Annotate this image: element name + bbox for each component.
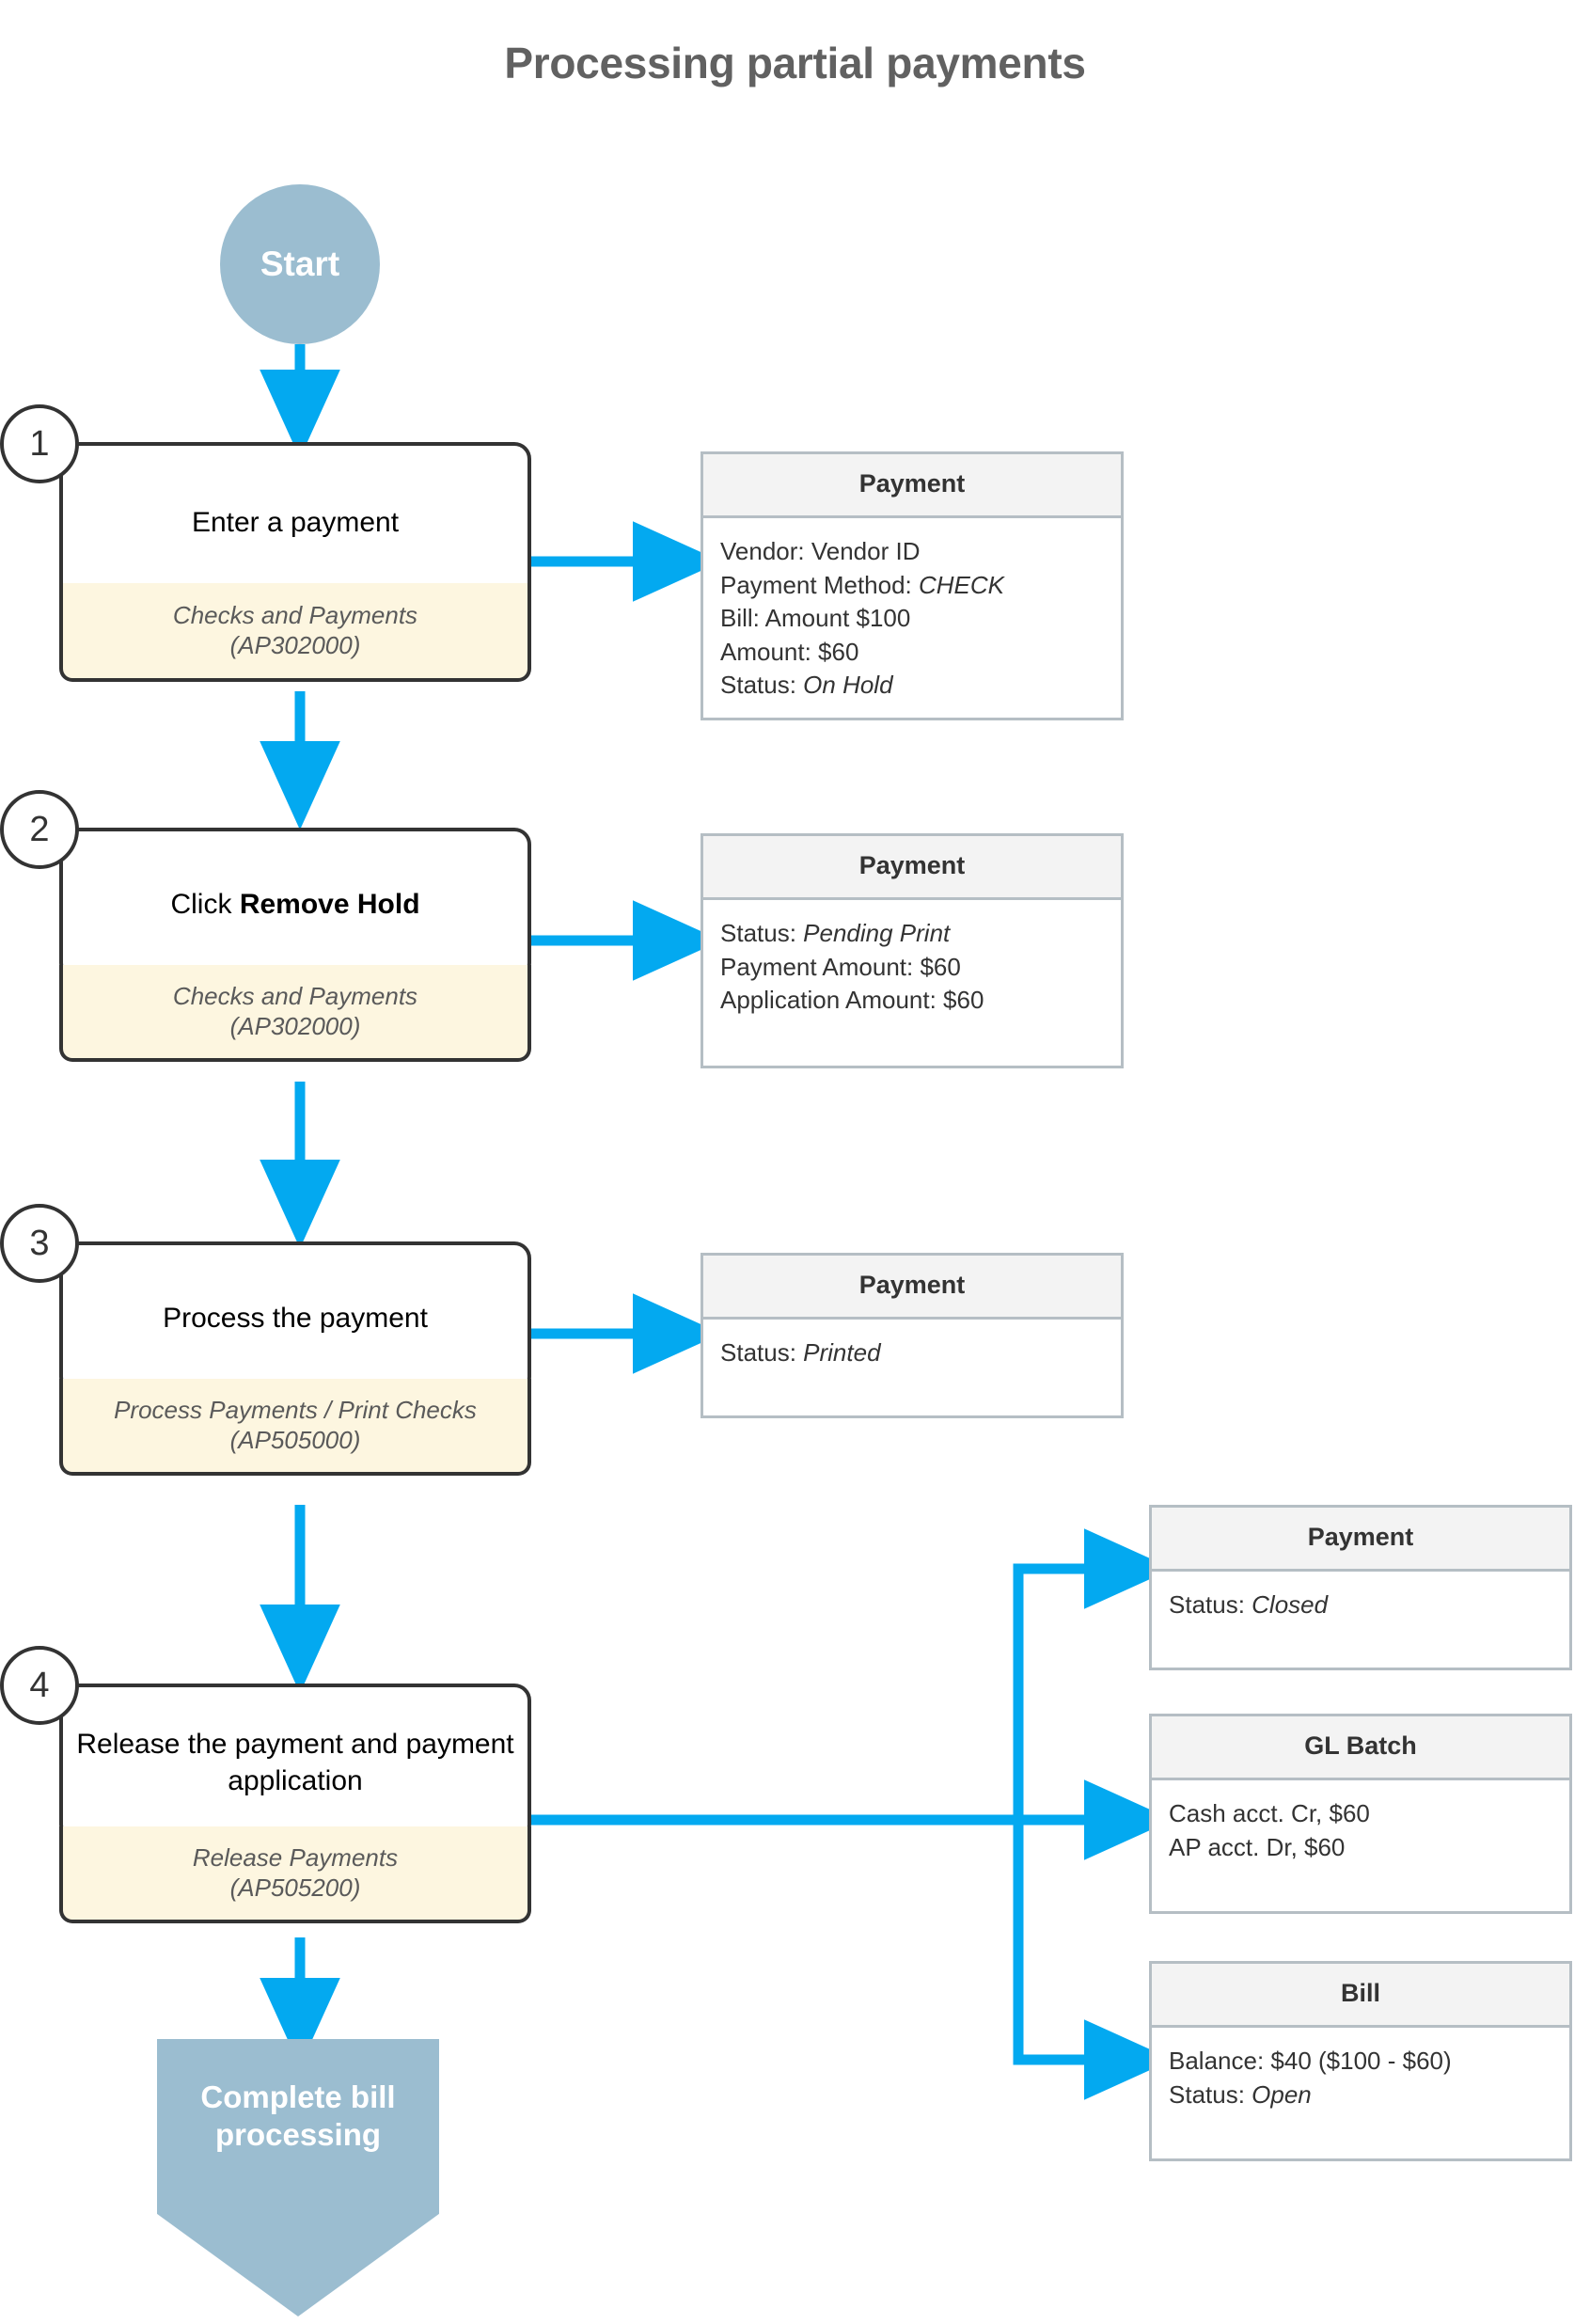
card-line-value: Vendor ID (811, 537, 921, 565)
step-4-screen: Release Payments(AP505200) (59, 1826, 531, 1923)
start-terminator: Start (220, 184, 380, 344)
card-payment-2-title: Payment (703, 836, 1121, 900)
card-payment-3-title: Payment (703, 1256, 1121, 1320)
card-line-label: Balance: $40 ($100 - $60) (1169, 2047, 1452, 2075)
card-line: Status: Closed (1169, 1589, 1569, 1622)
card-line-value: Closed (1252, 1590, 1329, 1619)
card-gl-batch: GL Batch Cash acct. Cr, $60 AP acct. Dr, … (1149, 1714, 1572, 1914)
step-4-body: Release the payment and payment applicat… (59, 1684, 531, 1842)
step-3-screen-text: Process Payments / Print Checks(AP505000… (114, 1395, 477, 1454)
step-2-screen: Checks and Payments(AP302000) (59, 965, 531, 1062)
card-line: Status: Pending Print (720, 917, 1121, 951)
card-line-label: Status: (720, 919, 804, 947)
card-line-label: Amount: $60 (720, 637, 859, 666)
step-1-screen: Checks and Payments(AP302000) (59, 583, 531, 682)
card-line-label: Payment Amount: $60 (720, 952, 961, 981)
card-payment-1-title: Payment (703, 454, 1121, 518)
card-line: Application Amount: $60 (720, 984, 1121, 1018)
arrow-step4-to-card-payment-4 (1013, 1528, 1173, 1820)
card-line-label: AP acct. Dr, $60 (1169, 1832, 1346, 1861)
card-payment-4-body: Status: Closed (1152, 1572, 1569, 1668)
step-4-number-badge: 4 (0, 1646, 79, 1725)
card-line: Payment Method: CHECK (720, 569, 1121, 603)
card-gl-batch-title: GL Batch (1152, 1716, 1569, 1780)
card-line: Bill: Amount $100 (720, 602, 1121, 636)
step-1-body: Enter a payment (59, 442, 531, 602)
card-bill-body: Balance: $40 ($100 - $60) Status: Open (1152, 2028, 1569, 2158)
card-line-label: Application Amount: $60 (720, 986, 984, 1015)
card-line-value: CHECK (919, 570, 1005, 599)
card-line: Status: Open (1169, 2079, 1569, 2112)
card-line: Amount: $60 (720, 636, 1121, 670)
card-line: Balance: $40 ($100 - $60) (1169, 2045, 1569, 2079)
step-2-action: Click Remove Hold (170, 888, 420, 920)
card-line: Payment Amount: $60 (720, 951, 1121, 985)
step-2-body: Click Remove Hold (59, 828, 531, 980)
step-3-body: Process the payment (59, 1241, 531, 1394)
end-label-line2: processing (214, 2117, 382, 2153)
card-gl-batch-body: Cash acct. Cr, $60 AP acct. Dr, $60 (1152, 1780, 1569, 1911)
card-bill-title: Bill (1152, 1964, 1569, 2028)
start-label: Start (260, 245, 340, 283)
step-1-screen-text: Checks and Payments(AP302000) (172, 600, 418, 659)
step-2-screen-text: Checks and Payments(AP302000) (172, 981, 418, 1040)
card-line-label: Status: (720, 671, 804, 700)
card-payment-4: Payment Status: Closed (1149, 1505, 1572, 1670)
card-bill: Bill Balance: $40 ($100 - $60) Status: Op… (1149, 1961, 1572, 2161)
card-line-value: Open (1252, 2079, 1312, 2109)
card-line-label: Status: (720, 1338, 804, 1367)
card-line: Cash acct. Cr, $60 (1169, 1797, 1569, 1831)
card-line-value: Pending Print (803, 919, 951, 947)
card-line: Status: Printed (720, 1336, 1121, 1370)
end-label-line1: Complete bill (200, 2079, 396, 2114)
card-line: AP acct. Dr, $60 (1169, 1831, 1569, 1865)
card-line-label: Bill: Amount $100 (720, 604, 911, 633)
step-4-action: Release the payment and payment applicat… (76, 1729, 514, 1796)
card-line-label: Payment Method: (720, 570, 919, 599)
card-line-value: On Hold (803, 671, 893, 700)
end-terminator: Complete bill processing (157, 2039, 439, 2316)
step-1-number-badge: 1 (0, 404, 79, 483)
step-1-action: Enter a payment (191, 506, 400, 538)
card-line-label: Vendor: (720, 537, 811, 565)
card-line-label: Status: (1169, 1590, 1252, 1619)
card-line: Status: On Hold (720, 669, 1121, 703)
step-4-screen-text: Release Payments(AP505200) (192, 1842, 399, 1902)
card-line-value: Printed (803, 1338, 881, 1367)
card-line: Vendor: Vendor ID (720, 535, 1121, 569)
card-line-label: Status: (1169, 2079, 1252, 2109)
card-payment-3-body: Status: Printed (703, 1320, 1121, 1415)
step-3-number-badge: 3 (0, 1204, 79, 1283)
step-3-screen: Process Payments / Print Checks(AP505000… (59, 1379, 531, 1476)
card-payment-4-title: Payment (1152, 1508, 1569, 1572)
card-line-label: Cash acct. Cr, $60 (1169, 1799, 1370, 1827)
step-3-action: Process the payment (163, 1302, 428, 1334)
card-payment-3: Payment Status: Printed (701, 1253, 1124, 1418)
arrow-step4-to-card-bill (1013, 1820, 1173, 2100)
step-2-number-badge: 2 (0, 790, 79, 869)
page-title: Processing partial payments (504, 39, 1086, 87)
